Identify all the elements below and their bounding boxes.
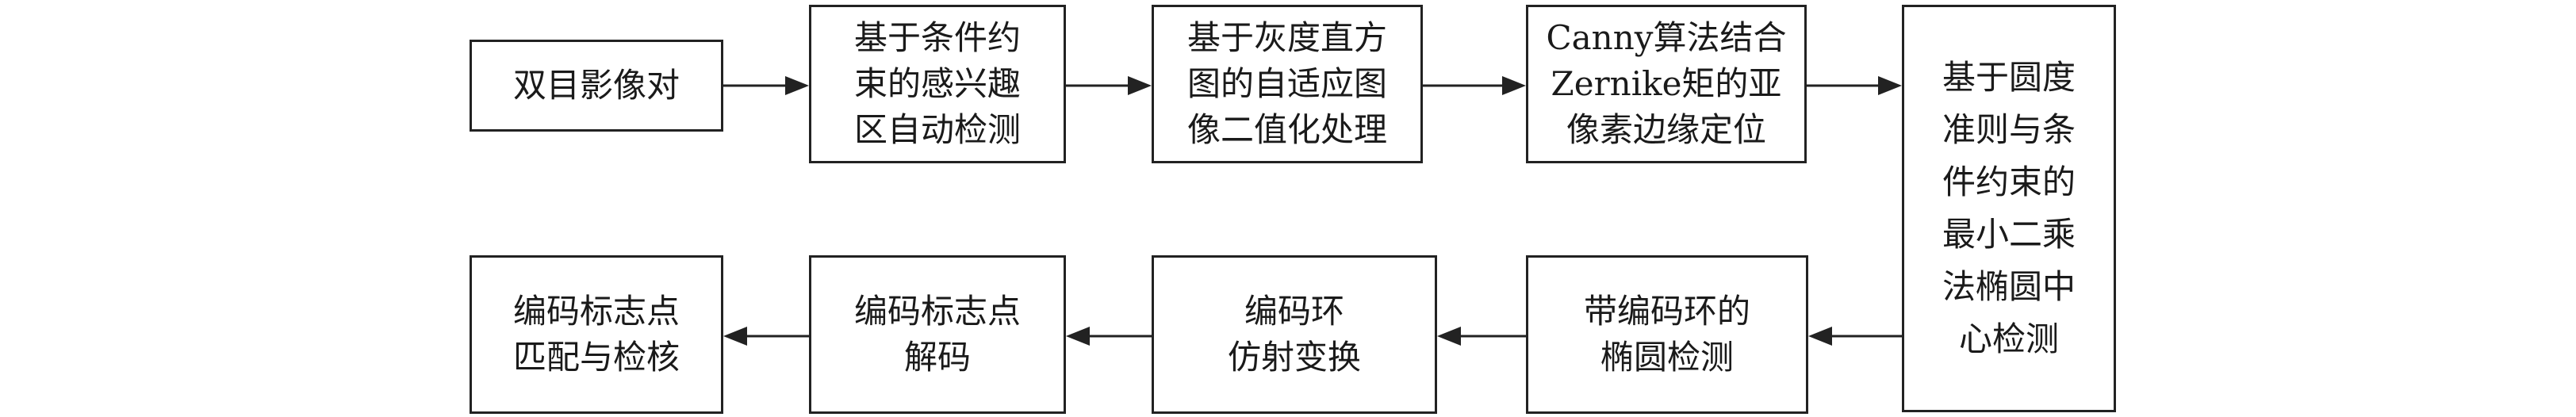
node-label: 编码环 仿射变换: [1227, 292, 1361, 377]
node-roi-detection: 基于条件约 束的感兴趣 区自动检测: [809, 5, 1066, 163]
node-affine-transform: 编码环 仿射变换: [1152, 255, 1437, 414]
node-stereo-pair: 双目影像对: [470, 40, 723, 132]
node-label: 基于灰度直方 图的自适应图 像二值化处理: [1186, 18, 1387, 149]
arrow-decoding-to-matching: [723, 327, 809, 346]
node-matching: 编码标志点 匹配与检核: [470, 255, 723, 414]
node-ellipse-center: 基于圆度 准则与条 件约束的 最小二乘 法椭圆中 心检测: [1902, 5, 2116, 412]
node-subpixel-edge: Canny算法结合 Zernike矩的亚 像素边缘定位: [1526, 5, 1807, 163]
node-label: 基于条件约 束的感兴趣 区自动检测: [853, 18, 1021, 149]
node-label: 编码标志点 解码: [853, 292, 1021, 377]
arrow-stereo-to-roi: [723, 76, 809, 95]
node-decoding: 编码标志点 解码: [809, 255, 1066, 414]
node-label: 双目影像对: [512, 66, 680, 105]
node-binarization: 基于灰度直方 图的自适应图 像二值化处理: [1152, 5, 1423, 163]
node-label: Canny算法结合 Zernike矩的亚 像素边缘定位: [1546, 18, 1787, 149]
node-label: 编码标志点 匹配与检核: [512, 292, 680, 377]
arrow-binarization-to-edge: [1423, 76, 1526, 95]
node-label: 带编码环的 椭圆检测: [1583, 292, 1750, 377]
arrow-ellipse-center-to-coded-ring: [1808, 327, 1902, 346]
arrow-edge-to-ellipse-center: [1807, 76, 1902, 95]
arrow-roi-to-binarization: [1066, 76, 1152, 95]
node-coded-ring-ellipse: 带编码环的 椭圆检测: [1526, 255, 1808, 414]
node-label: 基于圆度 准则与条 件约束的 最小二乘 法椭圆中 心检测: [1942, 58, 2076, 358]
arrow-affine-to-decoding: [1066, 327, 1152, 346]
arrow-coded-ring-to-affine: [1437, 327, 1526, 346]
